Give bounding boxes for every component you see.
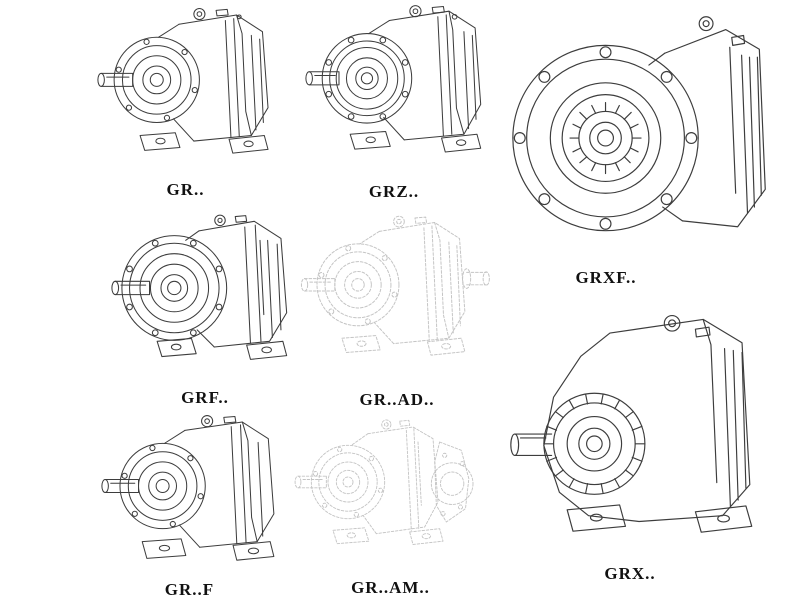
figure-label-gr: GR.. bbox=[166, 180, 205, 199]
housing bbox=[543, 318, 751, 523]
figure-label-grz: GRZ.. bbox=[368, 182, 420, 201]
adapter-shaft bbox=[462, 268, 490, 289]
figure-label-grx: GRX.. bbox=[604, 564, 656, 583]
output-hub bbox=[569, 101, 642, 175]
mounting-feet bbox=[566, 504, 753, 533]
figure-gr-ad: GR..AD.. bbox=[292, 210, 502, 410]
front-bearing-plate bbox=[113, 36, 200, 124]
gr-am-gearbox-drawing bbox=[294, 419, 474, 545]
top-fittings bbox=[193, 7, 242, 21]
grx-gearbox-drawing bbox=[510, 314, 753, 533]
front-bearing-plate bbox=[321, 33, 413, 124]
top-fittings bbox=[698, 16, 746, 46]
figure-grz: GRZ.. bbox=[296, 0, 492, 204]
front-bearing-plate bbox=[310, 444, 386, 520]
mounting-feet bbox=[139, 132, 269, 154]
housing bbox=[185, 220, 288, 348]
grf-gearbox-drawing bbox=[111, 214, 288, 360]
input-shaft bbox=[305, 71, 340, 86]
figure-label-grxf: GRXF.. bbox=[575, 268, 637, 287]
housing bbox=[359, 221, 466, 345]
housing bbox=[648, 28, 766, 228]
input-shaft bbox=[510, 433, 553, 457]
input-shaft bbox=[300, 278, 336, 292]
front-bearing-plate bbox=[316, 243, 400, 327]
figure-label-grf: GRF.. bbox=[181, 388, 229, 407]
figure-gr: GR.. bbox=[88, 2, 283, 202]
input-shaft bbox=[111, 280, 151, 296]
figure-label-gr-am: GR..AM.. bbox=[351, 578, 430, 597]
figure-label-gr-f: GR..F bbox=[164, 580, 215, 599]
front-bearing-plate bbox=[119, 442, 206, 530]
housing bbox=[163, 421, 275, 548]
gr-f-gearbox-drawing bbox=[101, 415, 275, 561]
input-shaft bbox=[101, 479, 140, 494]
top-fittings bbox=[214, 214, 248, 227]
front-bearing-boss bbox=[543, 392, 646, 495]
mounting-feet bbox=[332, 527, 444, 545]
mounting-feet bbox=[341, 335, 466, 356]
output-flange bbox=[430, 441, 474, 523]
input-shaft bbox=[294, 475, 327, 489]
housing bbox=[350, 426, 439, 535]
input-shaft bbox=[97, 72, 134, 87]
grxf-gearbox-drawing bbox=[512, 16, 766, 232]
figure-grxf: GRXF.. bbox=[495, 0, 795, 300]
figure-grx: GRX.. bbox=[495, 300, 795, 600]
mounting-flange bbox=[512, 44, 699, 232]
mounting-feet bbox=[156, 337, 288, 360]
figure-grf: GRF.. bbox=[100, 206, 310, 408]
gr-gearbox-drawing bbox=[97, 7, 269, 154]
mounting-feet bbox=[349, 130, 482, 153]
figure-gr-f: GR..F bbox=[92, 410, 287, 600]
figure-label-gr-ad: GR..AD.. bbox=[359, 390, 435, 409]
top-fittings bbox=[409, 5, 458, 20]
mounting-flange bbox=[121, 235, 228, 341]
top-fittings bbox=[663, 314, 711, 338]
mounting-feet bbox=[141, 538, 275, 561]
housing bbox=[368, 10, 482, 141]
top-fittings bbox=[201, 415, 237, 428]
grz-gearbox-drawing bbox=[305, 5, 482, 153]
top-fittings bbox=[393, 215, 428, 228]
housing bbox=[158, 14, 269, 142]
gr-ad-gearbox-drawing bbox=[300, 215, 490, 356]
figure-gr-am: GR..AM.. bbox=[288, 412, 493, 600]
top-fittings bbox=[381, 419, 411, 430]
